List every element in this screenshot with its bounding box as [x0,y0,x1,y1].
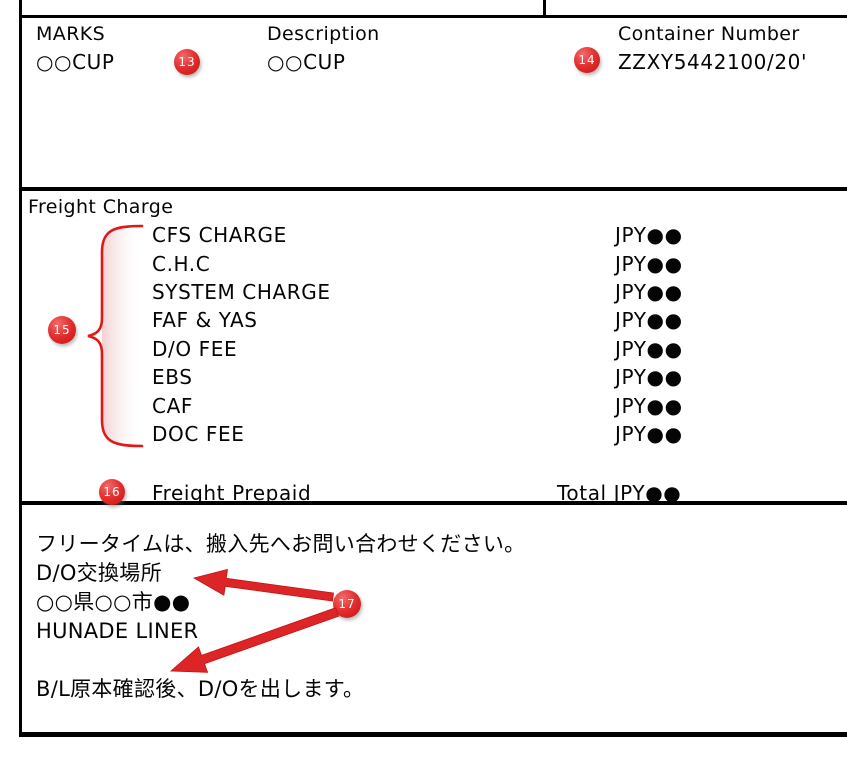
charge-row: SYSTEM CHARGE JPY●● [152,278,752,306]
charge-label: CFS CHARGE [152,223,287,248]
document-bottom-rule [19,732,847,737]
container-number-value: ZZXY5442100/20' [618,50,808,74]
marks-value: ○○CUP [36,50,115,74]
charge-amount: JPY●● [615,365,683,390]
charge-row: CAF JPY●● [152,391,752,419]
annotation-brace-icon [87,224,144,448]
notes-line-bl-original: B/L原本確認後、D/Oを出します。 [36,677,365,701]
charge-amount: JPY●● [615,223,683,248]
charge-row: DOC FEE JPY●● [152,420,752,448]
description-header: Description [267,23,380,45]
charge-row: CFS CHARGE JPY●● [152,221,752,249]
annotation-badge-13: 13 [174,49,200,75]
annotation-badge-14: 14 [574,47,600,73]
charge-amount: JPY●● [615,393,683,418]
notes-block: フリータイムは、搬入先へお問い合わせください。 D/O交換場所 ○○県○○市●●… [36,530,525,704]
charge-label: D/O FEE [152,336,238,361]
charge-label: C.H.C [152,251,211,276]
charge-label: FAF & YAS [152,308,258,333]
charge-label: CAF [152,393,193,418]
annotation-badge-16: 16 [99,479,125,505]
charge-label: EBS [152,365,193,390]
charge-row: EBS JPY●● [152,363,752,391]
charge-row: C.H.C JPY●● [152,249,752,277]
container-number-header: Container Number [618,23,800,45]
total-amount: Total JPY●● [557,481,682,505]
marks-header: MARKS [36,23,106,45]
left-border [19,0,22,737]
charge-row: D/O FEE JPY●● [152,335,752,363]
notes-section-top-rule [19,501,847,505]
charge-amount: JPY●● [615,421,683,446]
notes-line-blank [36,646,525,675]
freight-section-top-rule [19,187,847,191]
freight-prepaid-label: Freight Prepaid [152,481,312,505]
charge-amount: JPY●● [615,279,683,304]
charge-amount: JPY●● [615,251,683,276]
notes-line-liner: HUNADE LINER [36,619,199,643]
description-value: ○○CUP [267,50,346,74]
charge-row: FAF & YAS JPY●● [152,306,752,334]
notes-line-freetime: フリータイムは、搬入先へお問い合わせください。 [36,532,526,556]
charge-label: SYSTEM CHARGE [152,279,331,304]
charge-amount: JPY●● [615,336,683,361]
charge-amount: JPY●● [615,308,683,333]
annotation-badge-17: 17 [333,590,361,618]
marks-section-top-rule [19,15,847,18]
charge-list: CFS CHARGE JPY●● C.H.C JPY●● SYSTEM CHAR… [152,221,752,448]
notes-line-address: ○○県○○市●● [36,590,191,614]
charge-label: DOC FEE [152,421,245,446]
annotation-badge-15: 15 [48,316,76,344]
notes-line-do-exchange: D/O交換場所 [36,561,162,585]
top-column-divider [543,0,546,16]
freight-charge-title: Freight Charge [28,196,174,218]
